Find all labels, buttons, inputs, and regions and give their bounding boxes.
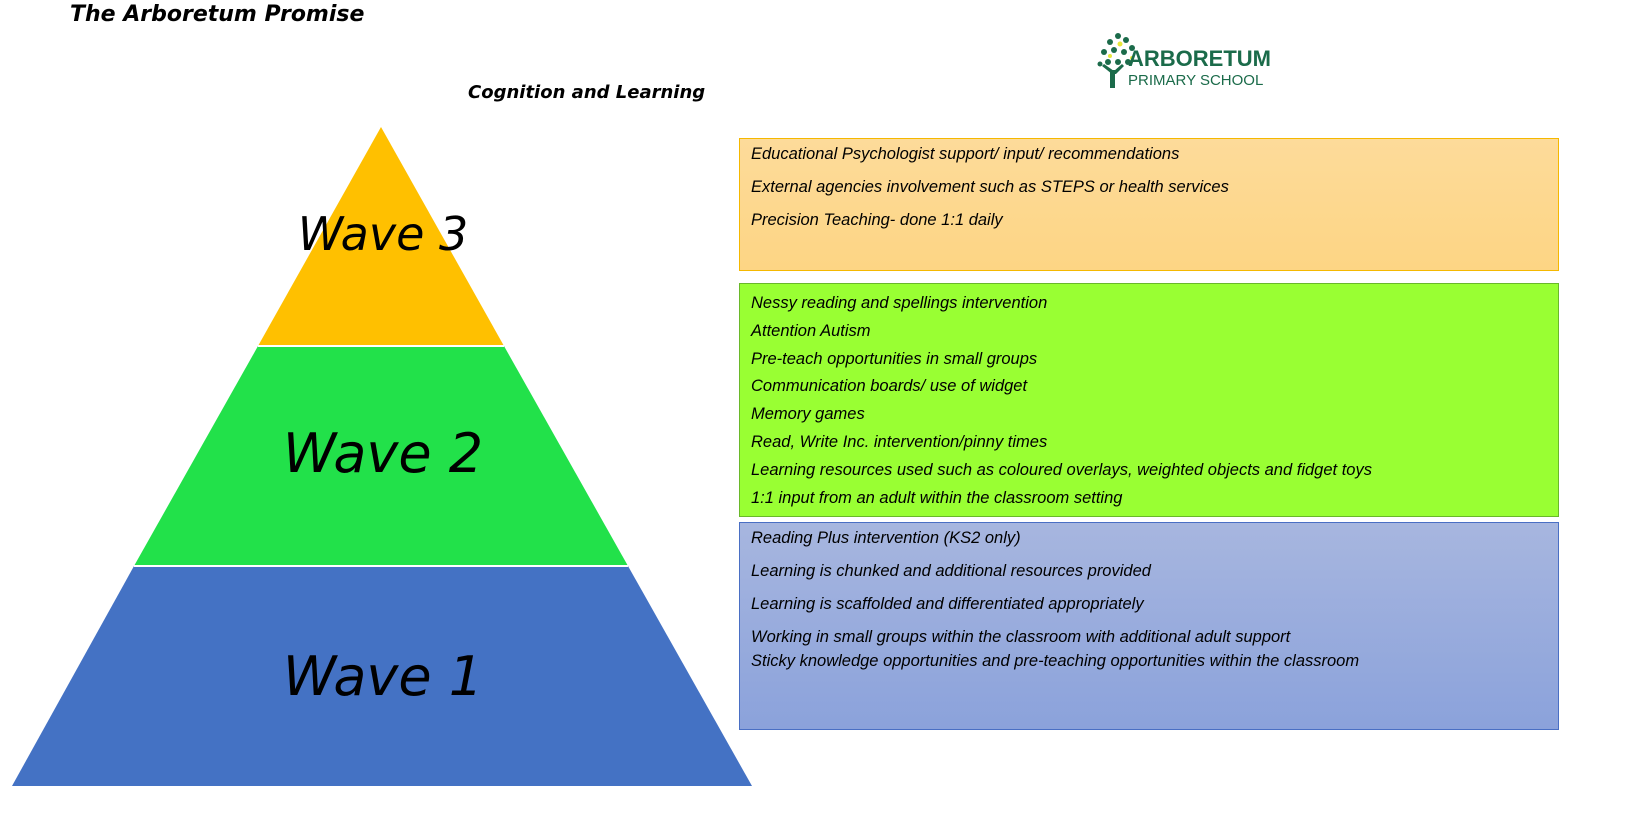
wave2-item: Pre-teach opportunities in small groups bbox=[751, 349, 1038, 368]
wave1-item: Reading Plus intervention (KS2 only) bbox=[751, 529, 1021, 547]
wave1-item: Learning is chunked and additional resou… bbox=[751, 562, 1151, 580]
wave1-item: Sticky knowledge opportunities and pre-t… bbox=[751, 652, 1360, 670]
wave2-box: Nessy reading and spellings intervention… bbox=[739, 283, 1559, 517]
wave1-box: Reading Plus intervention (KS2 only) Lea… bbox=[739, 522, 1559, 730]
school-logo: ARBORETUM PRIMARY SCHOOL bbox=[1080, 22, 1280, 94]
logo-subname: PRIMARY SCHOOL bbox=[1128, 72, 1264, 89]
wave3-item: Precision Teaching- done 1:1 daily bbox=[751, 211, 1003, 229]
pyramid: Wave 3 Wave 2 Wave 1 bbox=[12, 127, 752, 786]
wave1-item: Working in small groups within the class… bbox=[751, 628, 1291, 646]
wave2-tier bbox=[134, 346, 628, 566]
wave2-item: Read, Write Inc. intervention/pinny time… bbox=[751, 432, 1048, 451]
wave2-item: Nessy reading and spellings intervention bbox=[751, 294, 1048, 312]
logo-name: ARBORETUM bbox=[1128, 46, 1271, 71]
tree-icon bbox=[1097, 33, 1135, 88]
wave2-item: Learning resources used such as coloured… bbox=[751, 460, 1372, 479]
wave2-label: Wave 2 bbox=[283, 422, 483, 485]
wave3-label: Wave 3 bbox=[298, 207, 469, 261]
wave2-item: Memory games bbox=[751, 405, 865, 424]
wave3-item: External agencies involvement such as ST… bbox=[751, 178, 1229, 196]
wave2-item: Communication boards/ use of widget bbox=[751, 377, 1028, 396]
wave1-label: Wave 1 bbox=[283, 645, 483, 708]
wave3-item: Educational Psychologist support/ input/… bbox=[751, 145, 1180, 163]
page-title: The Arboretum Promise bbox=[70, 2, 365, 27]
wave2-item: Attention Autism bbox=[751, 321, 871, 340]
wave1-item: Learning is scaffolded and differentiate… bbox=[751, 595, 1144, 613]
wave2-item: 1:1 input from an adult within the class… bbox=[751, 488, 1123, 507]
wave3-tier bbox=[258, 127, 504, 346]
wave3-box: Educational Psychologist support/ input/… bbox=[739, 138, 1559, 271]
wave1-tier bbox=[12, 566, 752, 786]
section-subtitle: Cognition and Learning bbox=[468, 82, 706, 103]
